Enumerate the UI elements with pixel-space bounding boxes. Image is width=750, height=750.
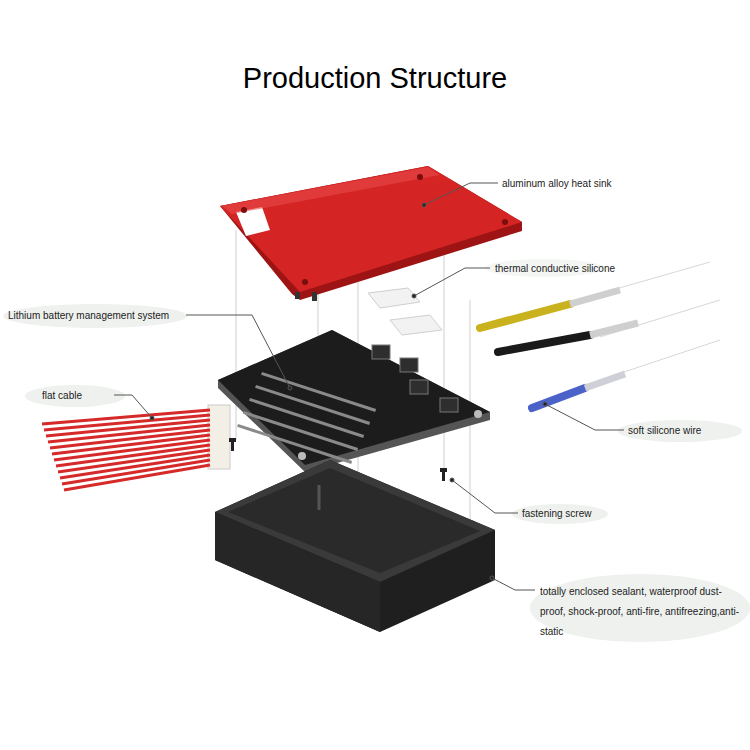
callout-label: flat cable (42, 389, 132, 402)
heat-sink (220, 166, 522, 301)
flat-cable (42, 410, 210, 490)
label-background (3, 259, 750, 642)
silicone-wire (480, 262, 720, 408)
callout-label: soft silicone wire (628, 424, 748, 437)
callout-label: Lithium battery management system (8, 309, 208, 322)
leader-line (114, 183, 624, 590)
callout-label: fastening screw (522, 507, 642, 520)
bms-board (208, 330, 490, 472)
diagram-title: Production Structure (0, 62, 750, 95)
callout-label: aluminum alloy heat sink (502, 177, 702, 190)
callout-label: totally enclosed sealant, waterproof dus… (540, 582, 740, 642)
enclosure (215, 460, 495, 632)
callout-label: thermal conductive silicone (495, 262, 695, 275)
thermal-pad (368, 288, 442, 335)
